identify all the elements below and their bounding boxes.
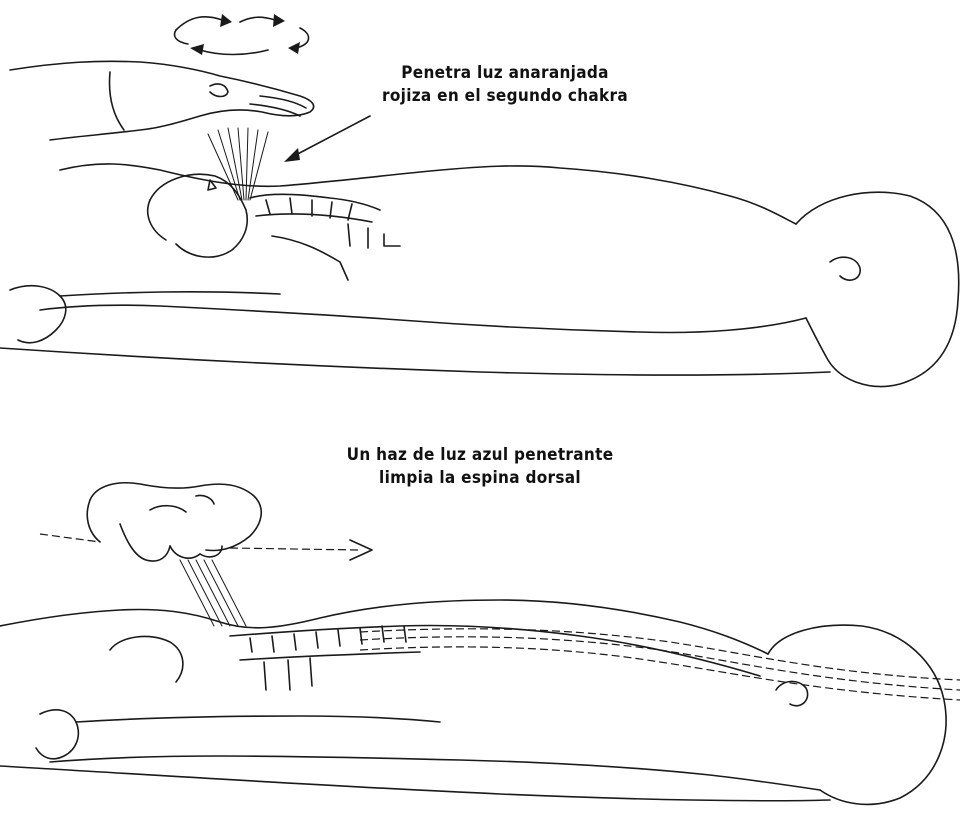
caption-line: limpia la espina dorsal [300, 467, 660, 490]
rotation-arrows-icon [175, 14, 309, 55]
caption-second-chakra: Penetra luz anaranjada rojiza en el segu… [340, 62, 670, 108]
patient-body [0, 600, 946, 804]
pelvis-and-spine [148, 174, 400, 280]
caption-line: rojiza en el segundo chakra [340, 85, 670, 108]
caption-line: Penetra luz anaranjada [340, 62, 670, 85]
bottom-illustration-panel: Un haz de luz azul penetrante limpia la … [0, 400, 965, 816]
spine [230, 625, 960, 700]
healer-hand [10, 61, 314, 140]
caption-line: Un haz de luz azul penetrante [300, 444, 660, 467]
light-rays [208, 128, 268, 200]
top-illustration-panel: Penetra luz anaranjada rojiza en el segu… [0, 0, 965, 400]
pointer-arrow-icon [284, 116, 370, 162]
light-beam [180, 560, 246, 626]
second-chakra-illustration [0, 0, 965, 400]
patient-body [0, 164, 959, 387]
healer-hands [87, 483, 261, 561]
caption-spine-cleansing: Un haz de luz azul penetrante limpia la … [300, 444, 660, 490]
